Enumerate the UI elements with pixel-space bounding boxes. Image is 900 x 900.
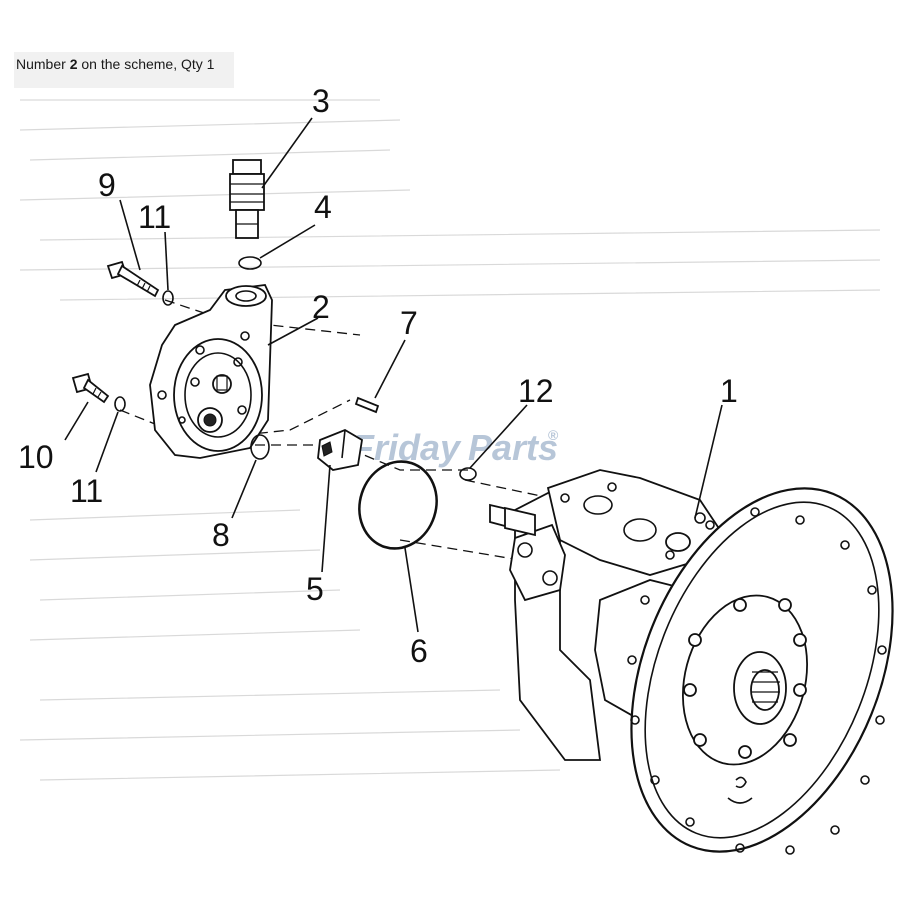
watermark-brand-second: Parts xyxy=(468,427,558,468)
part-1-main-pump xyxy=(489,469,894,855)
callout-numbers: 3 4 9 11 2 7 10 11 8 5 6 12 1 xyxy=(18,83,738,669)
callout-2: 2 xyxy=(312,289,330,325)
part-8-o-ring xyxy=(250,434,270,460)
part-10-bolt xyxy=(71,372,110,404)
part-11-washer-upper xyxy=(162,290,174,306)
callout-leader-lines xyxy=(64,117,723,633)
callout-11-lower: 11 xyxy=(70,473,103,509)
watermark: Friday Parts ® xyxy=(352,427,559,468)
callout-10: 10 xyxy=(18,439,54,475)
watermark-registered-mark: ® xyxy=(548,427,559,443)
callout-8: 8 xyxy=(212,517,230,553)
caption-part-number: 2 xyxy=(69,56,78,72)
flange-bolt-holes xyxy=(627,507,887,855)
part-9-bolt xyxy=(106,260,160,298)
callout-9: 9 xyxy=(98,167,116,203)
part-7-pin xyxy=(354,396,380,414)
callout-6: 6 xyxy=(410,633,428,669)
background-ghost-lines xyxy=(19,99,881,781)
caption-prefix: Number xyxy=(16,56,70,72)
callout-7: 7 xyxy=(400,305,418,341)
callout-11-upper: 11 xyxy=(138,199,171,235)
part-2-pump-housing xyxy=(149,284,273,459)
part-4-o-ring xyxy=(238,256,262,270)
callout-12: 12 xyxy=(518,373,554,409)
callout-1: 1 xyxy=(720,373,738,409)
callout-3: 3 xyxy=(312,83,330,119)
part-6-large-o-ring xyxy=(358,460,438,550)
part-3-valve-plug xyxy=(229,159,265,239)
part-5-coupling xyxy=(317,429,363,471)
part-11-washer-lower xyxy=(114,396,126,412)
part-12-o-ring xyxy=(459,467,477,481)
callout-5: 5 xyxy=(306,571,324,607)
caption-suffix: on the scheme, Qty 1 xyxy=(77,56,215,72)
callout-4: 4 xyxy=(314,189,332,225)
part-caption: Number 2 on the scheme, Qty 1 xyxy=(14,52,234,88)
